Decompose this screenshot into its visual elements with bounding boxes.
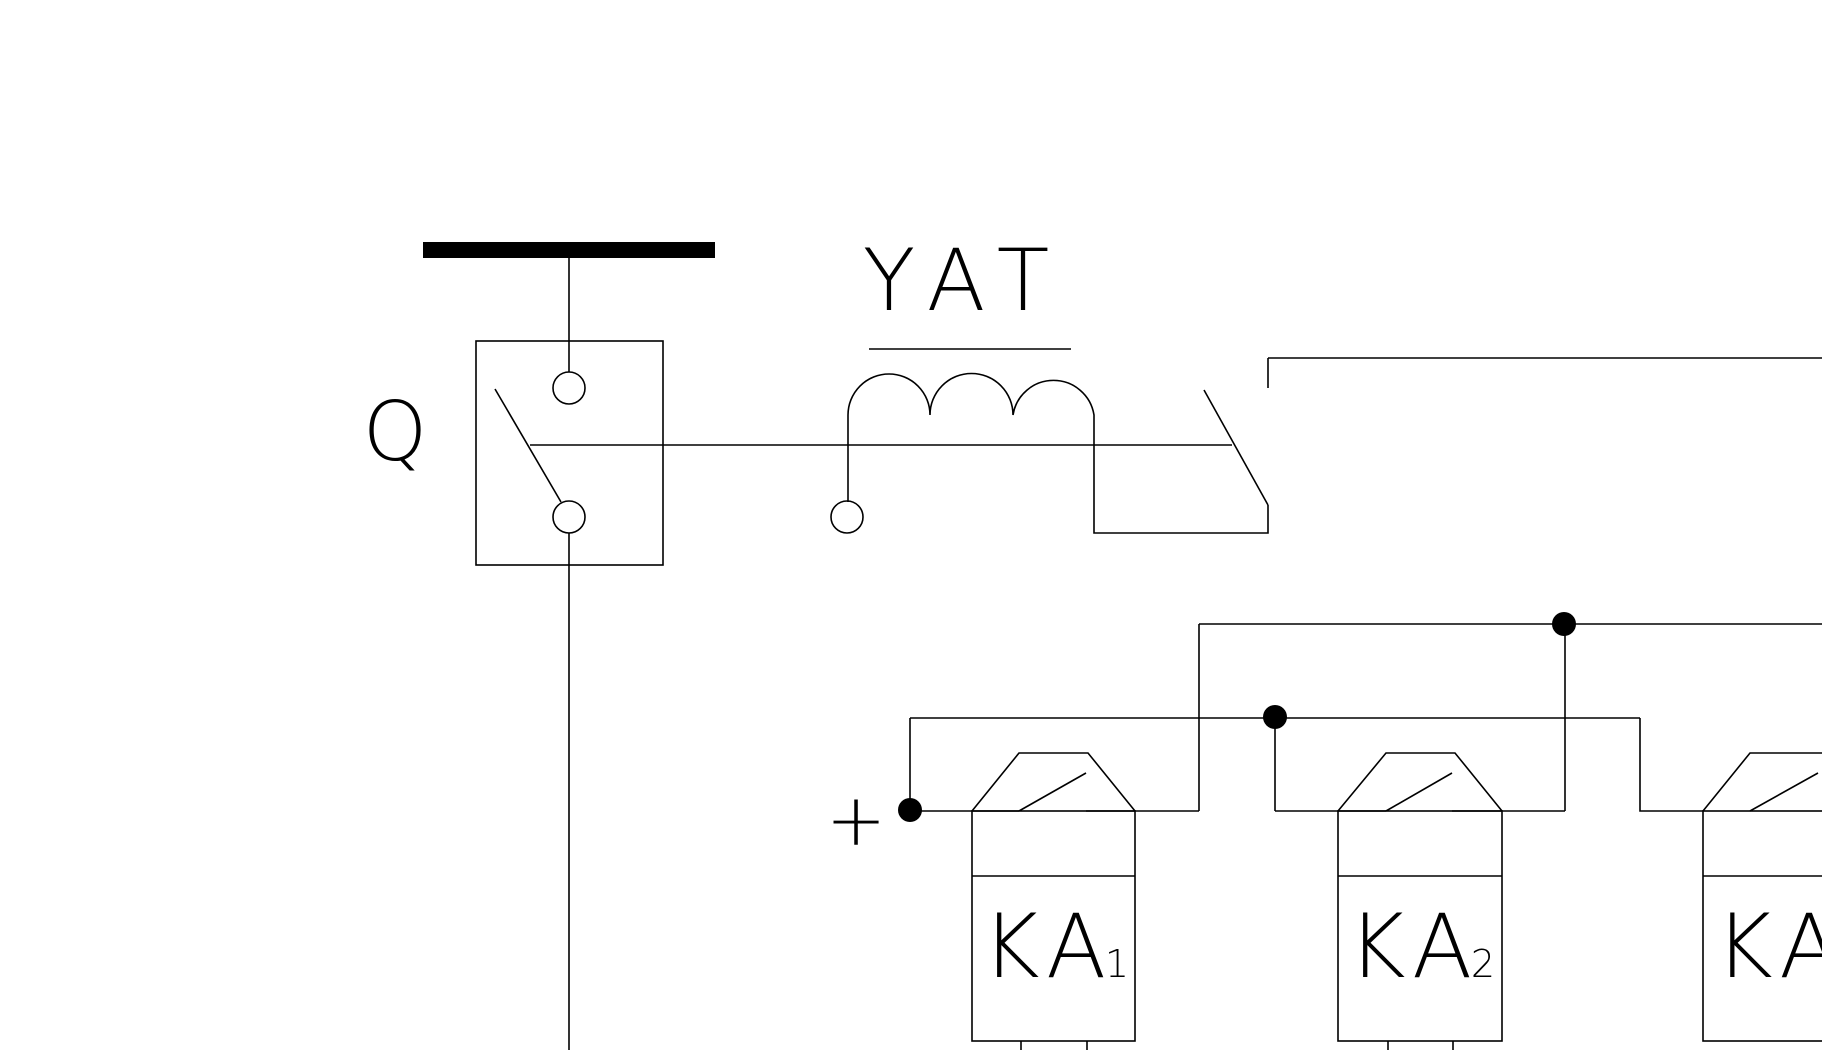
relay-ka1 xyxy=(910,752,1199,1050)
trip-coil-label: YAT xyxy=(863,231,1068,331)
relay-ka2-body xyxy=(1337,810,1503,1042)
relay-ka2-contact-blade xyxy=(1385,772,1453,812)
junction-lower-bus xyxy=(1263,705,1287,729)
breaker-lower-terminal xyxy=(552,500,586,534)
busbar xyxy=(423,242,715,258)
breaker-box xyxy=(475,340,664,566)
relay-ka3-contact-blade xyxy=(1749,772,1819,812)
relay-ka2-contact-housing xyxy=(1337,752,1503,812)
relay-ka3-body xyxy=(1702,810,1822,1042)
relay-ka1-subscript: 1 xyxy=(1105,942,1129,986)
breaker-label: Q xyxy=(363,385,428,480)
relay-ka3 xyxy=(1639,718,1822,1042)
relay-ka3-contact-housing xyxy=(1702,752,1822,812)
aux-contact-blade xyxy=(1203,389,1269,506)
relay-ka3-feed xyxy=(1639,718,1703,812)
breaker-blade xyxy=(494,388,562,503)
junction-plus xyxy=(898,798,922,822)
plus-label: + xyxy=(826,778,886,862)
relay-ka1-body xyxy=(971,810,1136,1042)
breaker-upper-terminal xyxy=(552,371,586,405)
trip-coil-terminal xyxy=(830,500,864,534)
relay-ka3-label: KA xyxy=(1715,895,1822,998)
trip-coil-winding xyxy=(847,372,1269,534)
relay-ka2-label: KA xyxy=(1348,895,1480,998)
circuit-breaker-q xyxy=(475,340,664,566)
junction-upper-bus xyxy=(1552,612,1576,636)
trip-coil-yat xyxy=(830,348,1269,534)
relay-ka1-contact-blade xyxy=(1018,772,1087,812)
relay-ka1-contact-housing xyxy=(971,752,1136,812)
relay-ka1-label: KA xyxy=(982,895,1114,998)
relay-ka2-subscript: 2 xyxy=(1471,942,1495,986)
relay-ka2 xyxy=(1274,718,1565,1050)
